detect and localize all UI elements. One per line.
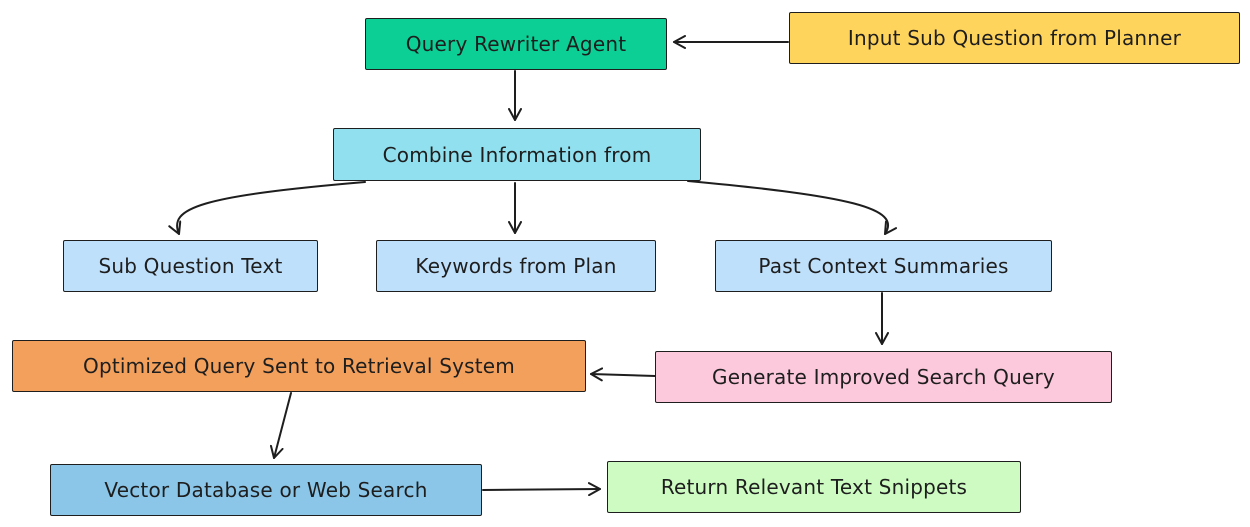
node-optimized-query: Optimized Query Sent to Retrieval System [12, 340, 586, 392]
node-query-rewriter-agent: Query Rewriter Agent [365, 18, 667, 70]
edge-combine-to-subq [168, 181, 366, 235]
node-past-context-summaries: Past Context Summaries [715, 240, 1052, 292]
node-label: Past Context Summaries [758, 254, 1009, 278]
node-label: Return Relevant Text Snippets [660, 475, 968, 499]
edge-generate-to-optimized [590, 367, 656, 382]
node-label: Generate Improved Search Query [712, 365, 1055, 389]
node-label: Combine Information from [382, 142, 652, 167]
node-combine-information: Combine Information from [333, 128, 701, 181]
node-label: Input Sub Question from Planner [847, 26, 1182, 50]
node-generate-improved-query: Generate Improved Search Query [655, 351, 1112, 403]
node-return-relevant-snippets: Return Relevant Text Snippets [607, 461, 1021, 513]
node-keywords-from-plan: Keywords from Plan [376, 240, 656, 292]
node-label: Sub Question Text [98, 254, 283, 278]
node-label: Query Rewriter Agent [405, 32, 627, 56]
edge-combine-to-past [687, 180, 898, 235]
node-input-sub-question: Input Sub Question from Planner [789, 12, 1240, 64]
node-label: Optimized Query Sent to Retrieval System [83, 354, 515, 378]
node-sub-question-text: Sub Question Text [63, 240, 318, 292]
edge-optimized-to-vector [269, 392, 292, 459]
edge-vector-to-return [482, 482, 601, 497]
node-label: Vector Database or Web Search [104, 478, 428, 502]
node-label: Keywords from Plan [415, 254, 617, 278]
node-vector-database-or-web-search: Vector Database or Web Search [50, 464, 482, 516]
